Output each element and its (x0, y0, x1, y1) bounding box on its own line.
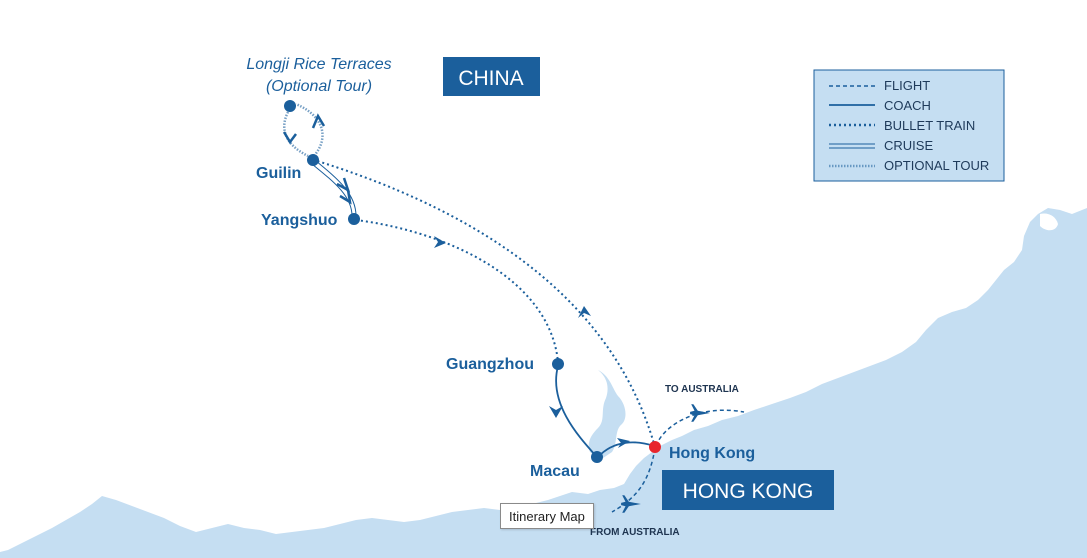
label-guilin: Guilin (256, 165, 301, 182)
arrow-icon (339, 189, 352, 205)
arrow-icon (282, 131, 297, 145)
marker-guilin (307, 154, 319, 166)
marker-hong-kong (649, 441, 661, 453)
arrow-icon (617, 438, 630, 448)
legend-coach: COACH (884, 98, 931, 113)
route-optional-tour (282, 102, 326, 159)
map-legend: FLIGHT COACH BULLET TRAIN CRUISE OPTIONA… (813, 69, 1005, 182)
map-tooltip: Itinerary Map (500, 503, 594, 529)
label-longji-line2: (Optional Tour) (266, 78, 372, 95)
marker-macau (591, 451, 603, 463)
label-guangzhou: Guangzhou (446, 356, 534, 373)
marker-guangzhou (552, 358, 564, 370)
plane-icon (690, 404, 710, 422)
legend-optional-tour: OPTIONAL TOUR (884, 158, 989, 173)
label-to-australia: TO AUSTRALIA (665, 384, 739, 395)
arrow-icon (311, 113, 326, 129)
label-from-australia: FROM AUSTRALIA (590, 527, 680, 538)
route-coach-guangzhou-macau (549, 365, 597, 457)
region-hong-kong-text: HONG KONG (683, 480, 814, 503)
label-longji-line1: Longji Rice Terraces (246, 56, 391, 73)
route-train-hongkong-guilin (313, 159, 656, 448)
region-label-china: CHINA (443, 57, 540, 96)
region-label-hong-kong: HONG KONG (662, 470, 834, 510)
marker-longji (284, 100, 296, 112)
label-yangshuo: Yangshuo (261, 212, 338, 229)
arrow-icon (434, 236, 446, 248)
route-cruise-guilin-yangshuo (311, 160, 357, 217)
legend-bullet-train: BULLET TRAIN (884, 118, 975, 133)
label-hong-kong: Hong Kong (669, 445, 755, 462)
legend-flight: FLIGHT (884, 78, 930, 93)
label-macau: Macau (530, 463, 580, 480)
arrow-icon (578, 306, 591, 318)
route-coach-macau-hongkong (597, 438, 655, 458)
marker-yangshuo (348, 213, 360, 225)
region-china-text: CHINA (458, 67, 523, 90)
route-flight-to-australia (655, 404, 745, 447)
route-flight-from-australia (611, 447, 656, 513)
legend-cruise: CRUISE (884, 138, 933, 153)
route-train-yangshuo-guangzhou (355, 219, 559, 363)
arrow-icon (549, 406, 563, 418)
